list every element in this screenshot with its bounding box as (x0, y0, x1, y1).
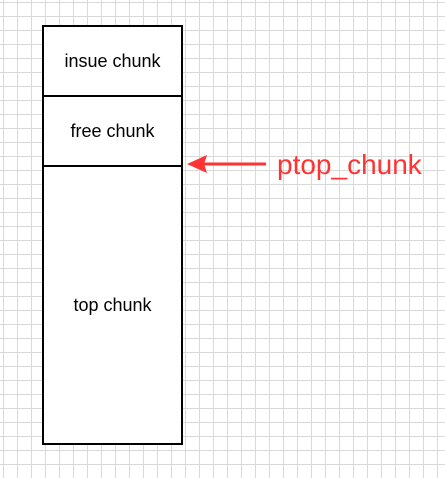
pointer-label: ptop_chunk (277, 149, 422, 180)
inuse-chunk-block: insue chunk (44, 27, 181, 97)
chunk-stack: insue chunk free chunk top chunk (42, 25, 183, 445)
pointer-arrow-head (187, 155, 207, 173)
inuse-chunk-label: insue chunk (64, 50, 161, 71)
top-chunk-block: top chunk (44, 167, 181, 443)
free-chunk-block: free chunk (44, 97, 181, 167)
free-chunk-label: free chunk (70, 120, 155, 141)
top-chunk-label: top chunk (73, 294, 152, 315)
